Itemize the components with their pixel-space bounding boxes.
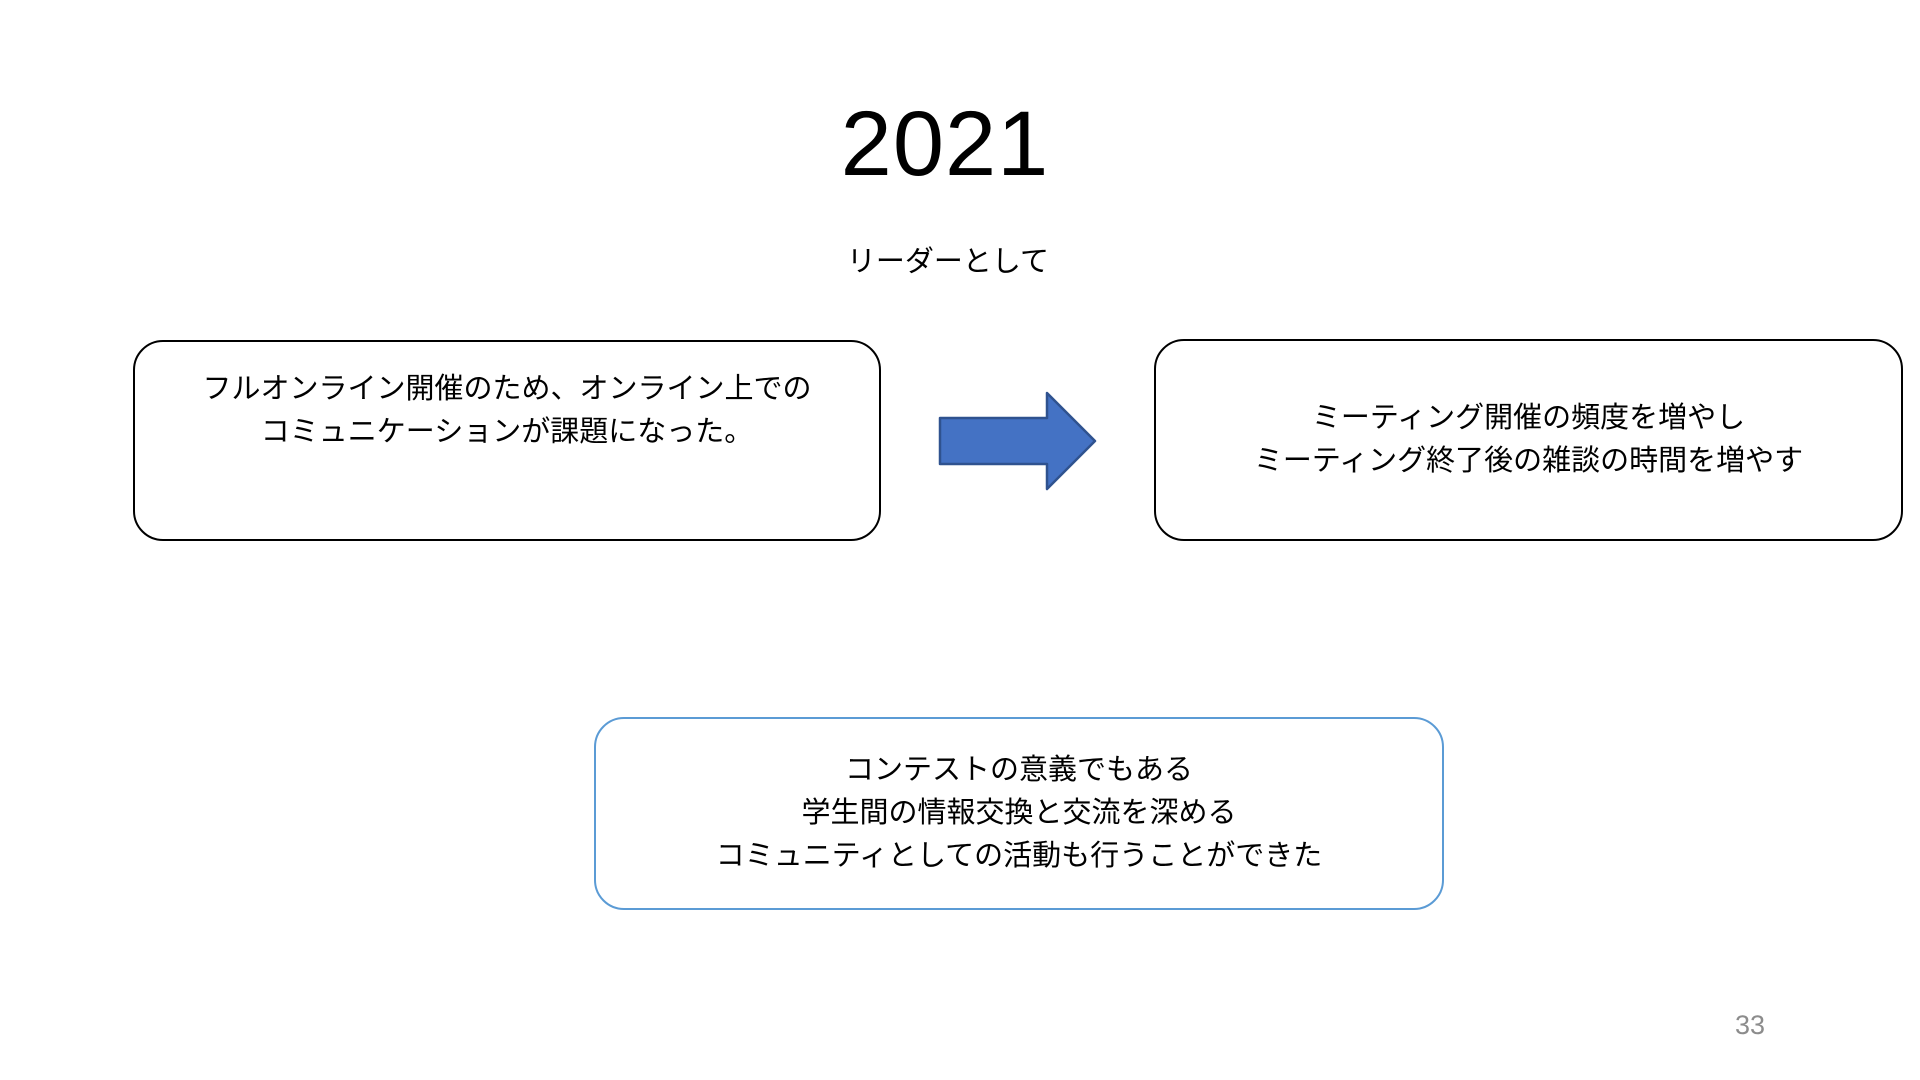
- summary-box: コンテストの意義でもある 学生間の情報交換と交流を深める コミュニティとしての活…: [594, 717, 1444, 910]
- solution-box: ミーティング開催の頻度を増やし ミーティング終了後の雑談の時間を増やす: [1154, 339, 1903, 541]
- problem-box-line-2: コミュニケーションが課題になった。: [260, 415, 754, 448]
- right-arrow-icon: [938, 391, 1098, 491]
- slide-subtitle: リーダーとして: [846, 246, 1050, 278]
- solution-box-line-1: ミーティング開催の頻度を増やし: [1311, 402, 1746, 435]
- page-number: 33: [1734, 1010, 1766, 1040]
- summary-box-line-1: コンテストの意義でもある: [844, 754, 1193, 787]
- right-arrow-shape: [938, 391, 1097, 491]
- problem-box-line-1: フルオンライン開催のため、オンライン上での: [202, 373, 812, 405]
- solution-box-line-2: ミーティング終了後の雑談の時間を増やす: [1253, 445, 1804, 477]
- slide-title: 2021: [840, 93, 1050, 195]
- summary-box-line-3: コミュニティとしての活動も行うことができた: [715, 839, 1323, 872]
- problem-box: フルオンライン開催のため、オンライン上での コミュニケーションが課題になった。: [133, 340, 881, 541]
- summary-box-line-2: 学生間の情報交換と交流を深める: [801, 797, 1237, 830]
